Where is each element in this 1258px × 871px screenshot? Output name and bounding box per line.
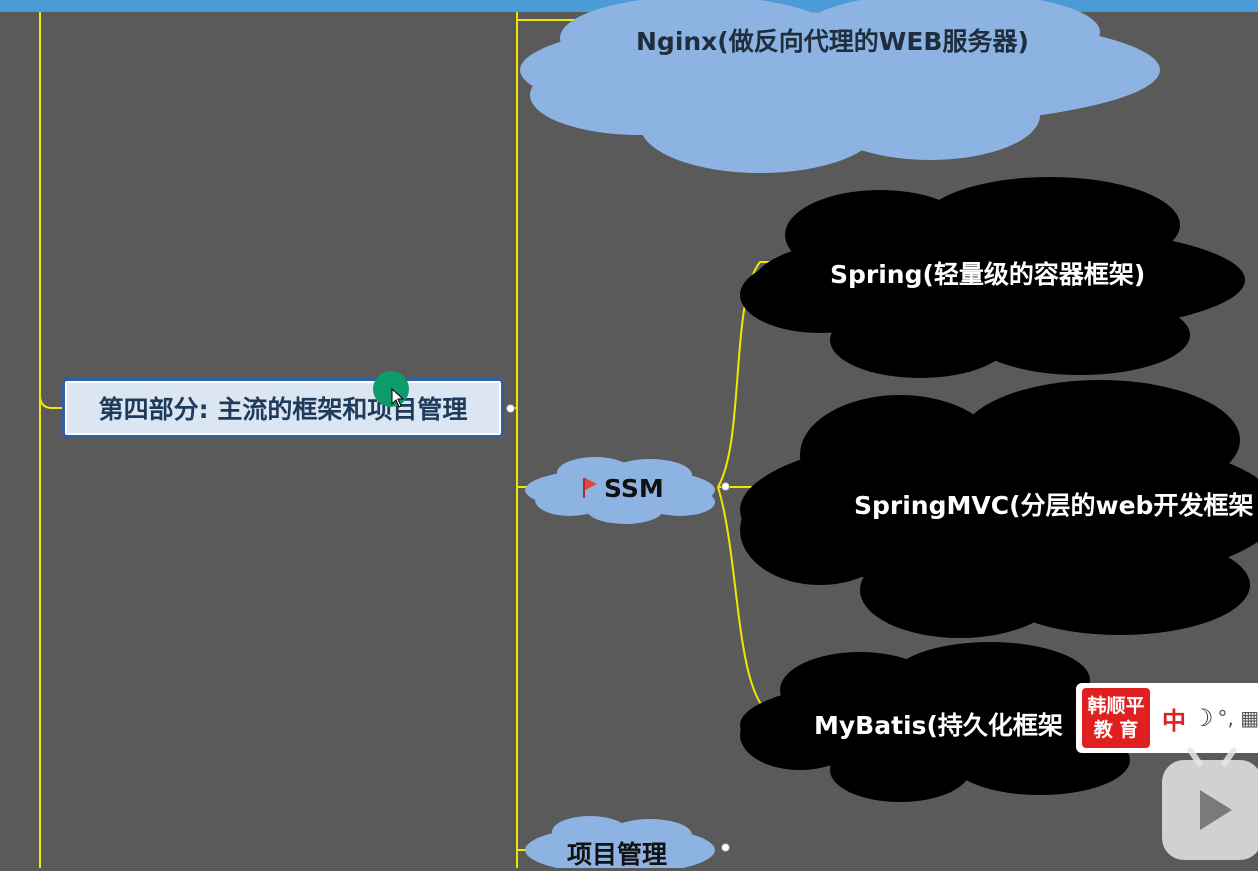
ssm-node-label[interactable]: SSM xyxy=(604,474,664,503)
spring-connector xyxy=(717,261,780,488)
central-collapse-toggle[interactable] xyxy=(506,404,515,413)
springmvc-cloud xyxy=(740,380,1258,638)
ssm-collapse-toggle[interactable] xyxy=(721,482,730,491)
springmvc-node-label[interactable]: SpringMVC(分层的web开发框架 xyxy=(854,491,1254,520)
nginx-node-label[interactable]: Nginx(做反向代理的WEB服务器) xyxy=(636,27,1029,56)
brand-watermark: 韩顺平 教 育 中 ☽ °, ▦ xyxy=(1076,683,1258,753)
moon-icon: ☽ xyxy=(1192,704,1214,732)
mybatis-cloud xyxy=(740,642,1130,802)
mouse-pointer-icon xyxy=(391,388,405,408)
brand-logo-line2: 教 育 xyxy=(1093,719,1139,741)
brand-logo: 韩顺平 教 育 xyxy=(1082,688,1150,748)
central-topic[interactable]: 第四部分: 主流的框架和项目管理 xyxy=(62,378,504,438)
flag-icon xyxy=(583,478,597,498)
central-topic-label: 第四部分: 主流的框架和项目管理 xyxy=(98,395,468,424)
ime-indicator[interactable]: 中 xyxy=(1162,706,1186,735)
bilibili-play-icon[interactable] xyxy=(1162,746,1258,860)
spring-cloud xyxy=(740,177,1245,378)
spring-node-label[interactable]: Spring(轻量级的容器框架) xyxy=(830,260,1146,289)
central-connector xyxy=(39,394,64,409)
project-node-label[interactable]: 项目管理 xyxy=(567,840,668,869)
project-collapse-toggle[interactable] xyxy=(721,843,730,852)
project-cloud xyxy=(525,816,715,868)
mybatis-node-label[interactable]: MyBatis(持久化框架 xyxy=(814,711,1063,740)
play-icon xyxy=(1200,790,1232,830)
brand-logo-line1: 韩顺平 xyxy=(1087,695,1145,717)
cursor-highlight xyxy=(373,371,409,407)
ime-settings-icon: °, ▦ xyxy=(1217,706,1258,730)
ssm-cloud xyxy=(525,457,715,524)
nginx-cloud xyxy=(520,0,1160,173)
